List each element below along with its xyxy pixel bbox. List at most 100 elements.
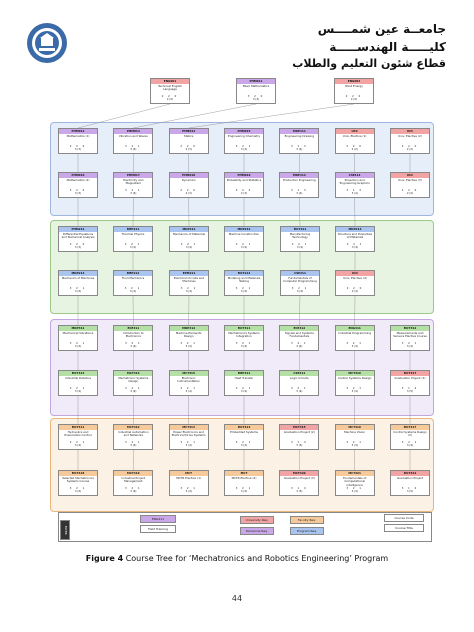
course-hours: 3 2 1 (180, 441, 197, 444)
course-credits: 3 (4) (240, 148, 248, 151)
course-title: Electronic Instrumentation (177, 376, 200, 384)
course-credits: 3 (4) (351, 192, 358, 195)
course-title: Mechanical Vibrations (62, 331, 94, 335)
course-code: MDP311 (59, 326, 97, 331)
course-title: Introduction to Electronics (123, 331, 144, 339)
figure-caption: Figure 4 Course Tree for ‘Mechatronics a… (0, 554, 474, 563)
course-hours: 3 2 1 (235, 342, 253, 345)
course-code: MCT211 (281, 227, 319, 232)
course-title: Heat Transfer (234, 376, 254, 380)
course-hours: 2 2 0 (235, 189, 253, 192)
course-title: Engineering Chemistry (228, 134, 260, 138)
course-code: UCC (391, 129, 429, 134)
course-credits: 2 (2) (350, 98, 358, 101)
course-hours: 3 2 1 (69, 342, 87, 345)
course-title: Machine Construction (228, 232, 260, 236)
course-credits: 3 (4) (130, 192, 137, 195)
course-code: PHM014 (169, 129, 208, 134)
course-hours: 3 2 1 (69, 487, 87, 490)
university-name: جامعــة عين شمــــس (317, 22, 446, 36)
course-code: PHM012 (59, 129, 97, 134)
course-credits: 3 (4) (240, 490, 248, 493)
course-credits: 3 (4) (185, 246, 193, 249)
course-code: MCT413 (169, 425, 208, 430)
course-code: MEP311 (225, 371, 263, 376)
course-hours: 3 2 1 (291, 287, 309, 290)
course-credits: 3 (4) (240, 444, 248, 447)
course-code: MEP211 (114, 227, 152, 232)
figure-text: Course Tree for ‘Mechatronics and Roboti… (123, 554, 389, 563)
course-title: Industrial Automation and Networks (118, 430, 149, 438)
course-code: MCT (169, 471, 208, 476)
course-hours: 3 2 1 (235, 287, 253, 290)
course-hours: 3 2 1 (235, 487, 253, 490)
prerequisite-line (188, 103, 355, 129)
course-title: Production Engineering (283, 178, 316, 182)
course-credits: 3 (4) (74, 390, 82, 393)
course-title: Mechatronic Systems Design (118, 376, 149, 384)
course-code: MDP111 (280, 129, 319, 134)
course-credits: 3 (4) (185, 345, 192, 348)
course-hours: 2 2 0 (401, 145, 419, 148)
course-credits: 2 (3) (185, 192, 192, 195)
course-hours: 3 2 1 (180, 487, 197, 490)
course-hours: 3 2 1 (125, 189, 142, 192)
course-hours: 3 1 4 (401, 387, 419, 390)
course-title: Control Systems Design (337, 376, 372, 380)
university-logo (27, 23, 67, 63)
course-title: Selected Mechatronics Systems Course (62, 476, 94, 484)
course-title: Hydraulics and Pneumatics Control (64, 430, 92, 438)
page-number: 44 (231, 594, 243, 603)
course-code: ENG311 (335, 326, 374, 331)
course-code: PHM013 (114, 129, 153, 134)
course-code: PHM018 (169, 173, 208, 178)
course-code: ECE312 (280, 326, 319, 331)
course-credits: 3 (4) (296, 290, 304, 293)
course-title: Dynamics (181, 178, 196, 182)
course-title: Power Electronics and Electrical Drive S… (171, 430, 206, 438)
course-code: MCT415 (280, 425, 319, 430)
course-code: UCC (335, 129, 374, 134)
course-hours: 3 2 1 (125, 387, 142, 390)
course-hours: 3 2 1 (346, 487, 363, 490)
course-hours: 3 2 1 (180, 243, 198, 246)
course-hours: 2 2 0 (161, 95, 179, 98)
course-hours: 3 2 1 (346, 387, 363, 390)
course-title: Mathematics (1) (66, 134, 90, 138)
course-title: Industrial Project Management (121, 476, 146, 484)
course-credits: 3 (4) (185, 490, 192, 493)
course-title: Fundamentals of Computer Programming (283, 276, 317, 284)
course-credits: 3 (4) (74, 490, 82, 493)
course-credits: 3 (4) (130, 490, 137, 493)
course-credits: 3 (4) (296, 390, 303, 393)
course-credits: 2 (3) (185, 148, 192, 151)
legend-program-code: MCTR (60, 520, 70, 540)
course-credits: 3 (5) (406, 390, 414, 393)
course-credits: 3 (3) (74, 148, 82, 151)
course-credits: 2 (2) (351, 148, 358, 151)
course-hours: 2 2 0 (346, 287, 364, 290)
course-credits: 3 (4) (74, 444, 82, 447)
course-credits: 3 (4) (130, 148, 137, 151)
course-code: EPM211 (170, 271, 208, 276)
course-code: MCT317 (391, 371, 429, 376)
course-credits: 3 (4) (129, 246, 137, 249)
course-credits: 3 (4) (296, 345, 303, 348)
course-credits: 2 (2) (351, 290, 359, 293)
